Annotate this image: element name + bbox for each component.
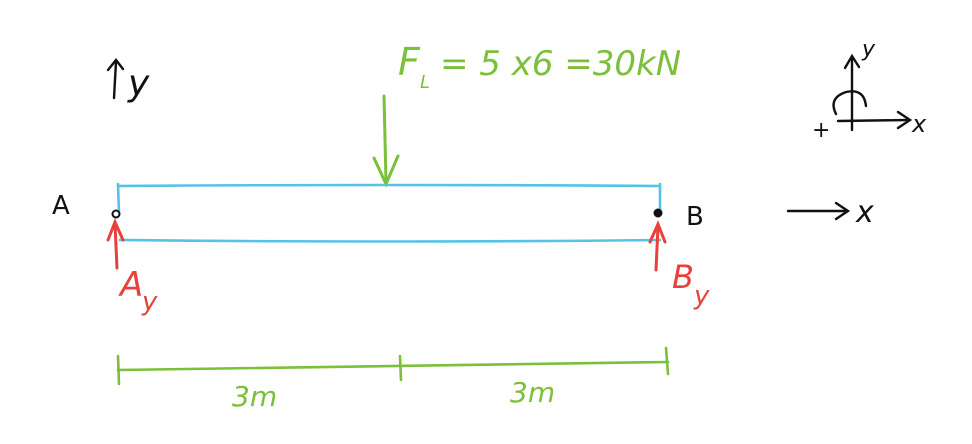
dimension-left-label: 3m bbox=[232, 380, 277, 413]
reaction-b-label: B bbox=[672, 258, 694, 296]
point-b-label: B bbox=[686, 202, 704, 232]
reaction-a-arrow bbox=[106, 218, 125, 270]
left-y-arrow-head bbox=[106, 58, 125, 72]
load-equation: = 5 x6 =30kN bbox=[440, 44, 681, 84]
left-y-label: y bbox=[127, 63, 150, 104]
beam-top-edge bbox=[116, 183, 662, 188]
corner-moment-icon bbox=[832, 90, 868, 116]
beam-left-edge bbox=[116, 182, 121, 216]
beam-x-arrow-head bbox=[834, 201, 851, 221]
reaction-a-shaft bbox=[113, 222, 119, 270]
left-y-axis bbox=[106, 58, 125, 100]
load-arrow bbox=[372, 94, 400, 188]
corner-x-arrow-head bbox=[896, 110, 913, 130]
load-subscript: L bbox=[420, 72, 430, 93]
support-b-pin bbox=[653, 208, 663, 218]
reaction-b-head bbox=[648, 220, 667, 244]
reaction-a-subscript: y bbox=[141, 287, 158, 317]
dimension-right-label: 3m bbox=[510, 376, 555, 409]
left-y-arrow-shaft bbox=[112, 60, 118, 100]
dimension-tick-left bbox=[116, 354, 121, 386]
reaction-b-arrow bbox=[648, 220, 667, 272]
dimension-line bbox=[116, 346, 670, 386]
load-arrow-shaft bbox=[382, 94, 388, 184]
dimension-tick-middle bbox=[398, 354, 403, 382]
dimension-tick-right bbox=[664, 346, 670, 376]
reaction-a-head bbox=[106, 218, 125, 242]
support-a-pin bbox=[111, 209, 121, 219]
beam bbox=[116, 182, 662, 243]
beam-x-axis bbox=[786, 201, 851, 221]
corner-axes bbox=[832, 53, 913, 132]
beam-bottom-edge bbox=[118, 238, 662, 243]
reaction-b-subscript: y bbox=[693, 281, 710, 311]
load-symbol: F bbox=[398, 40, 421, 84]
corner-x-arrow-shaft bbox=[836, 118, 910, 123]
load-label: F L = 5 x6 =30kN bbox=[398, 40, 681, 93]
corner-y-label: y bbox=[861, 37, 876, 62]
reaction-a-label: A bbox=[118, 265, 143, 305]
beam-x-label: x bbox=[855, 195, 874, 230]
dimension-main bbox=[116, 360, 670, 372]
corner-x-label: x bbox=[911, 110, 927, 138]
reaction-b-shaft bbox=[654, 224, 660, 272]
corner-y-arrow-head bbox=[843, 53, 861, 70]
corner-plus-label: + bbox=[812, 118, 830, 143]
point-a-label: A bbox=[52, 191, 70, 221]
